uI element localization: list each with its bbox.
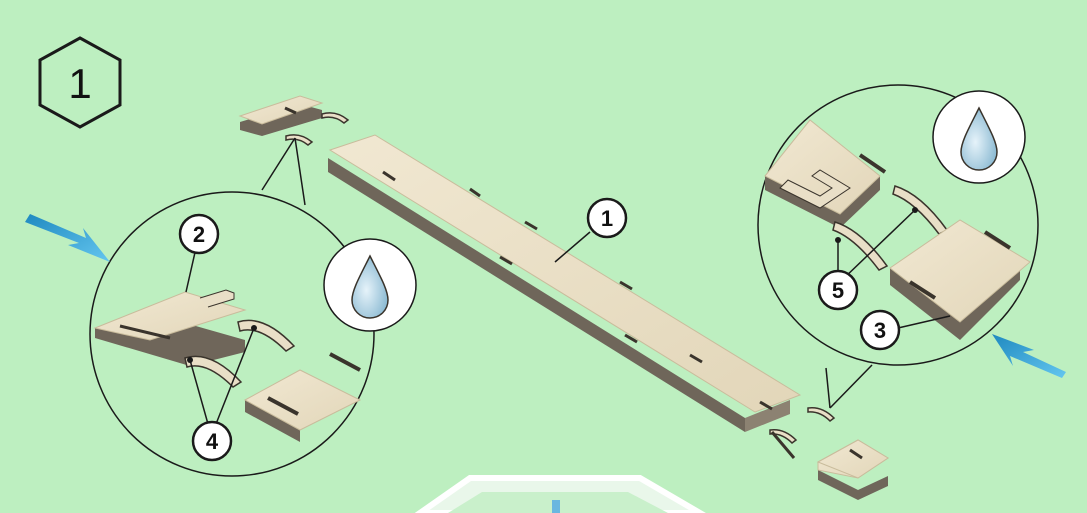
callout-label: 4 [206,429,219,454]
blue-arrow-icon [25,214,110,262]
end-piece-bottom-right [818,440,888,500]
callout-part-3: 3 [861,311,899,349]
next-step-hint [420,478,700,513]
callout-label: 5 [832,278,844,303]
callout-label: 1 [601,206,613,231]
callout-part-5: 5 [819,271,857,309]
blue-arrow-icon [992,334,1066,378]
water-drop-icon [933,91,1025,183]
zoom-detail-left [90,192,374,476]
end-piece-top-left [240,96,322,136]
callout-label: 3 [874,318,886,343]
callout-label: 2 [193,222,205,247]
callout-part-2: 2 [180,215,218,253]
callout-part-4: 4 [193,422,231,460]
callout-part-1: 1 [555,199,626,262]
step-badge: 1 [40,38,120,127]
water-drop-icon [324,239,416,331]
step-number: 1 [68,60,91,107]
